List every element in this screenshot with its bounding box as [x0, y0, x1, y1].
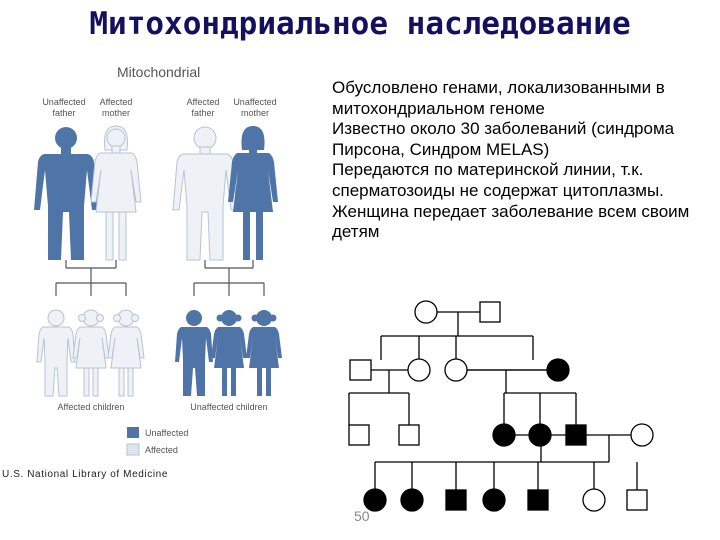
- left-child-girl-figure: [107, 309, 145, 397]
- pedigree-affected-male: [445, 489, 467, 511]
- pedigree-chart: [348, 300, 654, 512]
- left-father-label-2: father: [52, 108, 75, 118]
- left-child-boy-figure: [36, 309, 76, 397]
- left-father-label-1: Unaffected: [42, 97, 85, 107]
- left-father-figure: [34, 127, 98, 260]
- left-mother-label-1: Affected: [100, 97, 133, 107]
- legend-label-affected: Affected: [145, 445, 178, 455]
- pedigree-unaffected-male: [398, 424, 420, 446]
- right-father-label-1: Affected: [187, 97, 220, 107]
- left-child-girl-figure: [72, 309, 110, 397]
- pedigree-affected-female: [482, 488, 506, 512]
- right-mother-figure: [228, 126, 278, 260]
- pedigree-unaffected-male: [348, 424, 370, 446]
- pedigree-unaffected-female: [582, 488, 606, 512]
- pedigree-unaffected-male: [626, 489, 648, 511]
- right-father-figure: [172, 126, 238, 261]
- right-child-boy-figure: [175, 310, 213, 396]
- pedigree-affected-female: [492, 423, 516, 447]
- bullet-item: Обусловлено генами, локализованными в ми…: [332, 78, 665, 118]
- legend-swatch-affected: [126, 443, 140, 456]
- page-title: Митохондриальное наследование: [89, 6, 631, 42]
- pedigree-affected-female: [363, 488, 387, 512]
- left-mother-figure: [90, 125, 142, 261]
- legend-label-unaffected: Unaffected: [145, 428, 188, 438]
- pedigree-unaffected-female: [630, 423, 654, 447]
- legend-swatch-unaffected: [127, 427, 139, 438]
- pedigree-unaffected-male: [479, 301, 501, 323]
- pedigree-lines: [348, 311, 638, 490]
- left-mother-label-2: mother: [102, 108, 130, 118]
- pedigree-unaffected-male: [349, 359, 372, 381]
- page-number: 50: [354, 508, 370, 524]
- pedigree-affected-female: [528, 423, 552, 447]
- bullet-item: Передаются по материнской линии, т.к. сп…: [332, 160, 664, 200]
- pedigree-affected-female: [400, 488, 424, 512]
- mitochondrial-inheritance-figure: Mitochondrial Unaffected father Affected…: [34, 64, 282, 456]
- pedigree-unaffected-female: [444, 358, 468, 382]
- pedigree-unaffected-female: [407, 358, 431, 382]
- bullet-item: Женщина передает заболевание всем своим …: [332, 201, 690, 242]
- right-mother-label-1: Unaffected: [233, 97, 276, 107]
- right-children-label: Unaffected children: [190, 402, 267, 412]
- right-child-girl-figure: [246, 310, 282, 396]
- figure-heading: Mitochondrial: [117, 64, 200, 80]
- right-child-girl-figure: [211, 310, 247, 396]
- right-father-label-2: father: [191, 108, 214, 118]
- pedigree-affected-female: [546, 358, 570, 382]
- pedigree-affected-male: [565, 424, 587, 446]
- pedigree-affected-male: [527, 489, 549, 511]
- bullet-item: Известно около 30 заболеваний (синдрома …: [332, 119, 675, 159]
- figure-connector-lines: [55, 260, 265, 296]
- right-mother-label-2: mother: [241, 108, 269, 118]
- pedigree-unaffected-female: [414, 300, 438, 324]
- bullet-list: Обусловлено генами, локализованными в ми…: [332, 78, 717, 243]
- figure-credit: U.S. National Library of Medicine: [2, 469, 168, 480]
- left-children-label: Affected children: [58, 402, 125, 412]
